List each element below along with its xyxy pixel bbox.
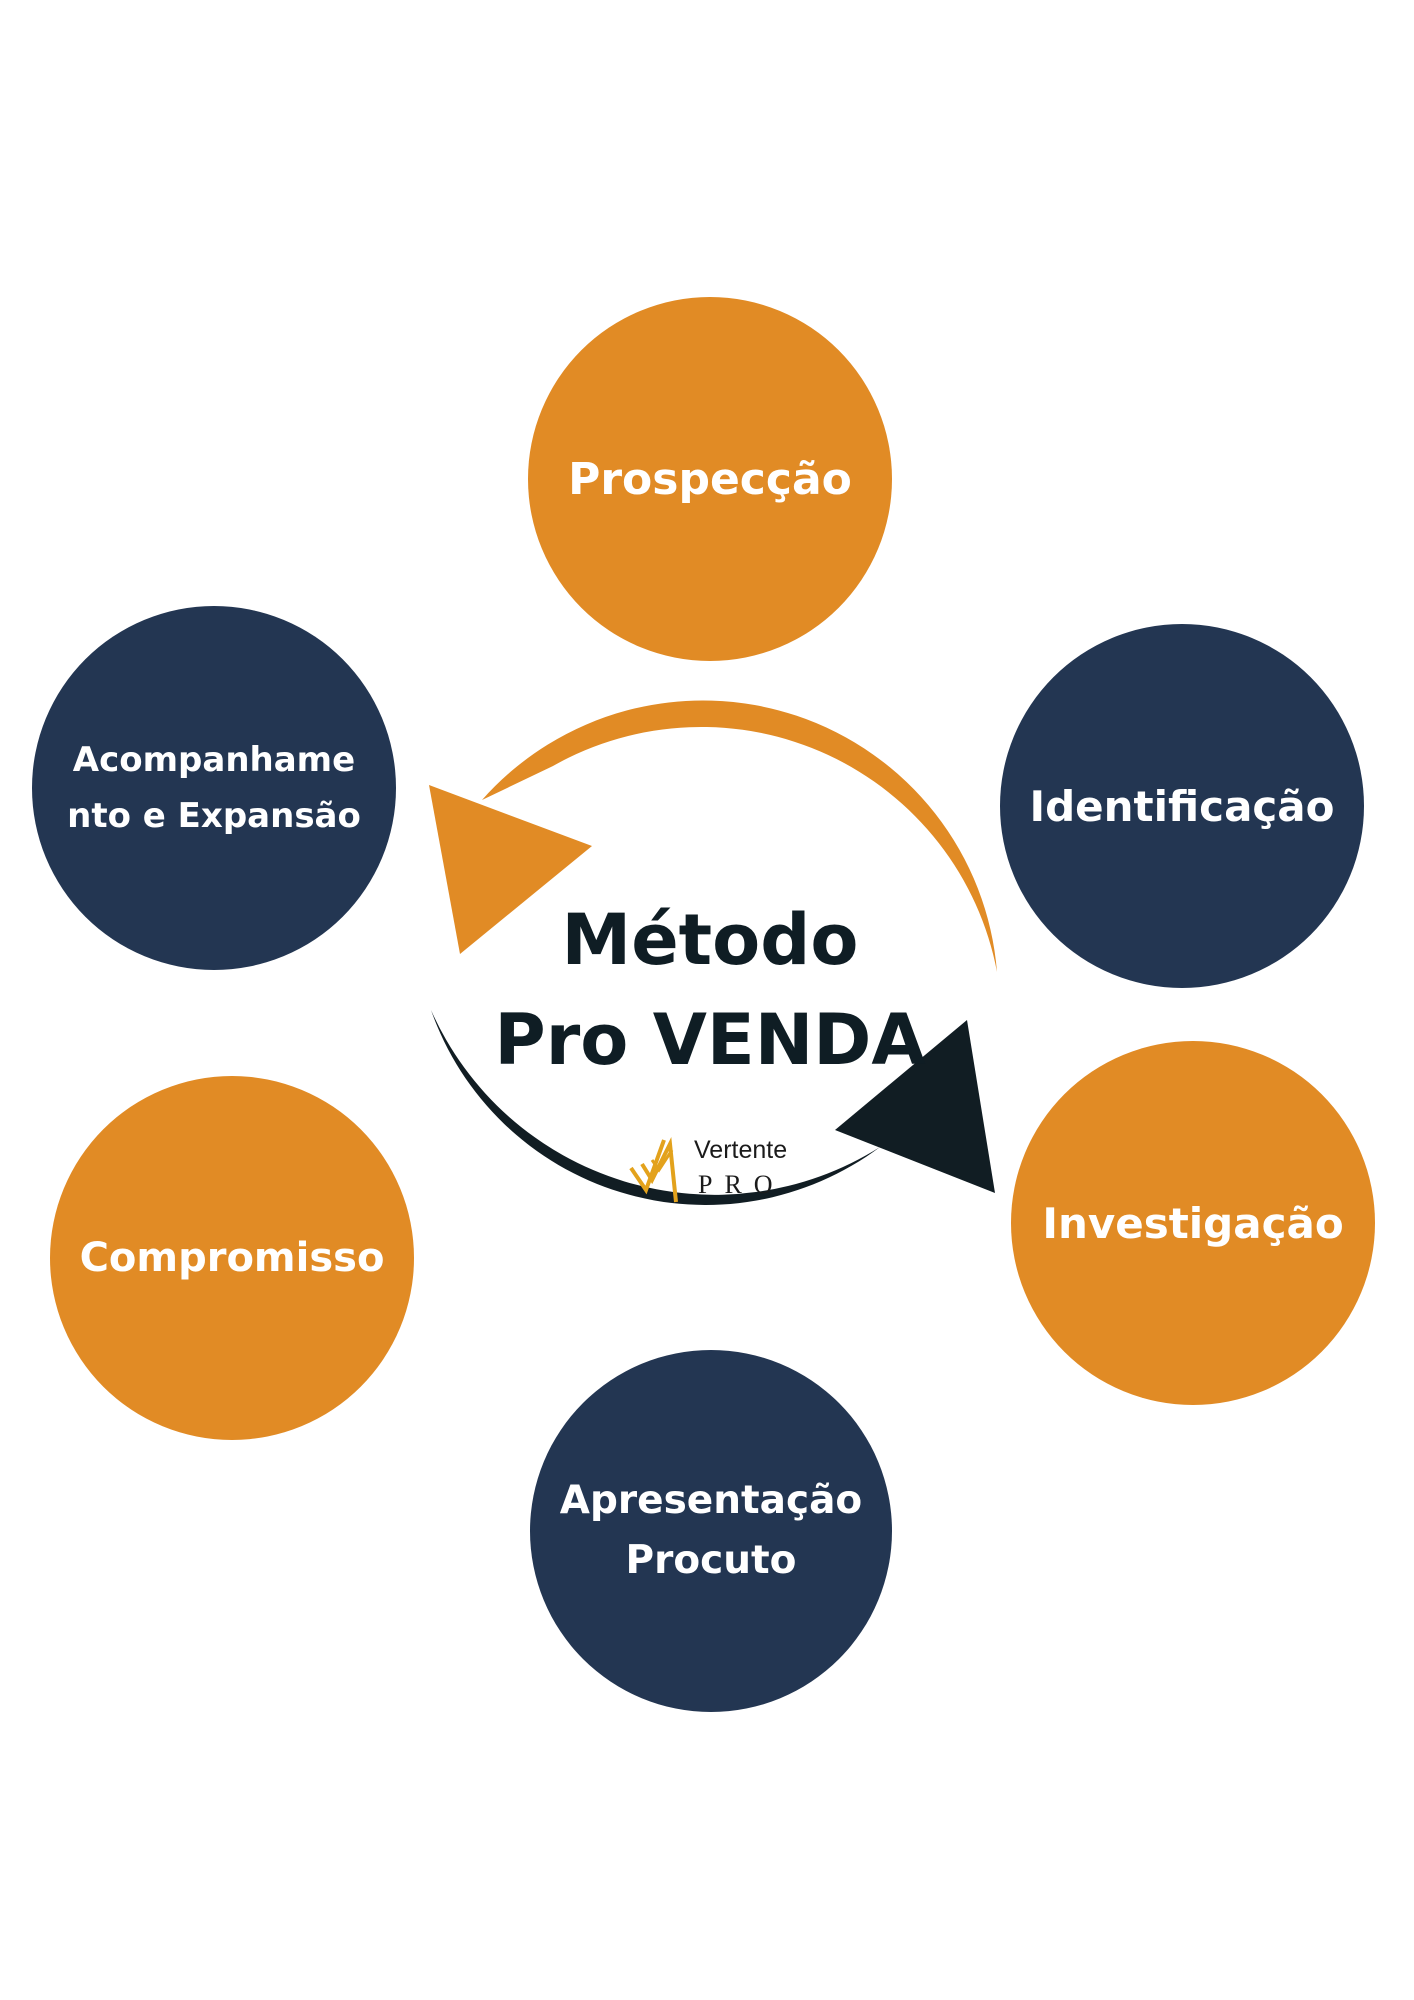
stage-prospeccao: Prospecção xyxy=(528,297,892,661)
stage-compromisso: Compromisso xyxy=(50,1076,414,1440)
stage-label: Compromisso xyxy=(80,1235,385,1281)
diagram-title: Método Pro VENDA xyxy=(440,890,980,1090)
stage-label: Prospecção xyxy=(568,454,852,505)
vertente-pro-logo: Vertente PRO xyxy=(628,1130,798,1210)
stage-apresentacao-produto: Apresentação Procuto xyxy=(530,1350,892,1712)
stage-label: Investigação xyxy=(1042,1199,1343,1248)
stage-label-line: Apresentação xyxy=(559,1478,863,1523)
stage-label: Identificação xyxy=(1029,782,1334,831)
stage-label-line: Prospecção xyxy=(568,453,852,505)
stage-label-line: Investigação xyxy=(1042,1198,1344,1248)
stage-investigacao: Investigação xyxy=(1011,1041,1375,1405)
stage-label-line: Identificação xyxy=(1029,781,1335,831)
title-line-2: Pro VENDA xyxy=(494,999,926,1081)
dark-cycle-arrow xyxy=(431,1010,995,1205)
stage-label-line: Acompanhame xyxy=(72,740,356,780)
stage-label: Acompanhame nto e Expansão xyxy=(67,732,361,844)
stage-acompanhamento-expansao: Acompanhame nto e Expansão xyxy=(32,606,396,970)
logo-wordmark: Vertente xyxy=(694,1136,788,1164)
stage-label-line: nto e Expansão xyxy=(67,796,361,836)
logo-submark: PRO xyxy=(698,1170,785,1199)
stage-label-line: Procuto xyxy=(625,1538,797,1583)
stage-label: Apresentação Procuto xyxy=(560,1471,862,1591)
logo-mark-icon xyxy=(629,1136,678,1203)
stage-identificacao: Identificação xyxy=(1000,624,1364,988)
stage-label-line: Compromisso xyxy=(79,1235,385,1281)
orange-cycle-arrow xyxy=(429,700,997,972)
title-line-1: Método xyxy=(561,899,859,981)
